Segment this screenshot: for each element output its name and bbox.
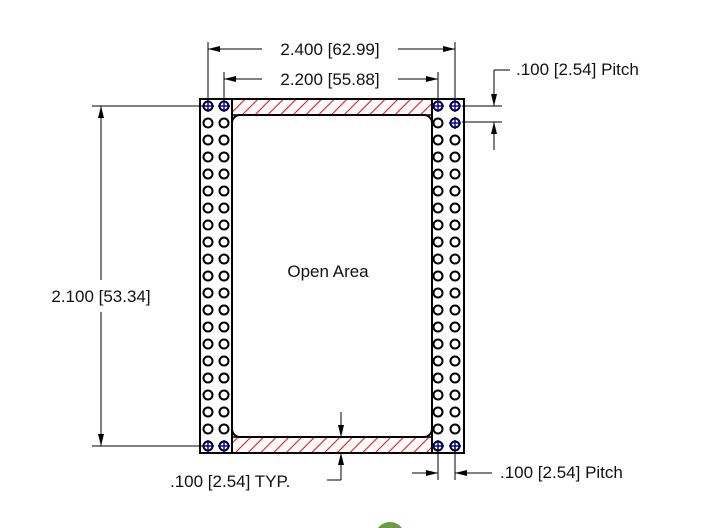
pitch-top-label: .100 [2.54] Pitch	[516, 60, 639, 79]
pin-hole	[449, 321, 461, 333]
pin-hole	[218, 219, 230, 231]
pin-hole	[218, 134, 230, 146]
pin-hole	[202, 168, 214, 180]
pin-hole	[202, 338, 214, 350]
pin-hole	[449, 423, 461, 435]
pin-hole	[218, 355, 230, 367]
pin-hole	[449, 236, 461, 248]
overall-width-dimension: 2.400 [62.99]	[207, 40, 456, 100]
pin-hole	[218, 372, 230, 384]
top-keepout-band	[231, 98, 433, 116]
pin-hole	[218, 287, 230, 299]
pin-hole	[432, 236, 444, 248]
pin-crosshair-icon	[449, 100, 461, 112]
pin-hole	[202, 202, 214, 214]
pin-hole	[218, 423, 230, 435]
pin-hole	[449, 202, 461, 214]
height-label: 2.100 [53.34]	[51, 287, 150, 306]
pin-hole	[202, 423, 214, 435]
inner-width-dimension: 2.200 [55.88]	[223, 70, 439, 100]
pin-hole	[432, 287, 444, 299]
pin-crosshair-icon	[218, 440, 230, 452]
pitch-bottom-dimension: .100 [2.54] Pitch	[412, 446, 623, 482]
pin-hole	[449, 372, 461, 384]
pin-hole	[202, 321, 214, 333]
pin-hole	[449, 219, 461, 231]
pin-hole	[202, 355, 214, 367]
pin-hole	[432, 338, 444, 350]
pin-hole	[218, 117, 230, 129]
pin-hole	[218, 406, 230, 418]
pin-hole	[202, 304, 214, 316]
pin-hole	[432, 185, 444, 197]
bottom-keepout-band	[231, 436, 433, 454]
pin-hole	[449, 406, 461, 418]
pin-hole	[449, 287, 461, 299]
pin-hole	[218, 185, 230, 197]
pin-hole	[218, 321, 230, 333]
pin-crosshair-icon	[432, 100, 444, 112]
pin-crosshair-icon	[218, 100, 230, 112]
pin-hole	[218, 202, 230, 214]
pin-hole	[449, 270, 461, 282]
pin-hole	[218, 253, 230, 265]
pin-hole	[432, 304, 444, 316]
pin-crosshair-icon	[449, 117, 461, 129]
pin-hole	[449, 389, 461, 401]
pin-hole	[218, 236, 230, 248]
pin-hole	[432, 134, 444, 146]
pin-hole	[202, 134, 214, 146]
pin-hole	[202, 287, 214, 299]
pin-hole	[449, 151, 461, 163]
pin-hole	[202, 151, 214, 163]
green-circle-marker	[378, 521, 402, 528]
pitch-bottom-label: .100 [2.54] Pitch	[500, 463, 623, 482]
pin-hole	[432, 168, 444, 180]
pin-hole	[432, 321, 444, 333]
pin-hole	[202, 117, 214, 129]
pin-hole	[432, 253, 444, 265]
pin-hole	[449, 338, 461, 350]
pin-hole	[449, 304, 461, 316]
pin-hole	[432, 423, 444, 435]
pin-hole	[218, 389, 230, 401]
pin-hole	[432, 372, 444, 384]
pin-hole	[218, 270, 230, 282]
pin-hole	[432, 389, 444, 401]
pin-hole	[218, 338, 230, 350]
pin-hole	[449, 355, 461, 367]
pin-hole	[432, 202, 444, 214]
pin-hole	[432, 270, 444, 282]
pin-hole	[202, 253, 214, 265]
pin-hole	[202, 270, 214, 282]
pin-hole	[449, 168, 461, 180]
pin-hole	[432, 151, 444, 163]
pin-hole	[449, 185, 461, 197]
pin-hole	[202, 406, 214, 418]
pin-hole	[202, 185, 214, 197]
pin-hole	[218, 168, 230, 180]
pin-hole	[432, 219, 444, 231]
pin-hole	[202, 219, 214, 231]
band-typ-label: .100 [2.54] TYP.	[170, 472, 290, 491]
pin-hole	[202, 372, 214, 384]
pin-hole	[202, 389, 214, 401]
open-area-label: Open Area	[287, 262, 369, 281]
pin-hole	[432, 355, 444, 367]
pin-hole	[432, 117, 444, 129]
pin-hole	[218, 151, 230, 163]
pin-hole	[432, 406, 444, 418]
pin-hole	[202, 236, 214, 248]
height-dimension: 2.100 [53.34]	[51, 105, 208, 447]
overall-width-label: 2.400 [62.99]	[280, 40, 379, 59]
inner-width-label: 2.200 [55.88]	[280, 70, 379, 89]
pin-grid	[202, 100, 461, 452]
pitch-top-dimension: .100 [2.54] Pitch	[462, 60, 639, 150]
band-typ-dimension: .100 [2.54] TYP.	[170, 412, 344, 491]
pin-hole	[449, 253, 461, 265]
pin-hole	[449, 134, 461, 146]
pin-hole	[218, 304, 230, 316]
